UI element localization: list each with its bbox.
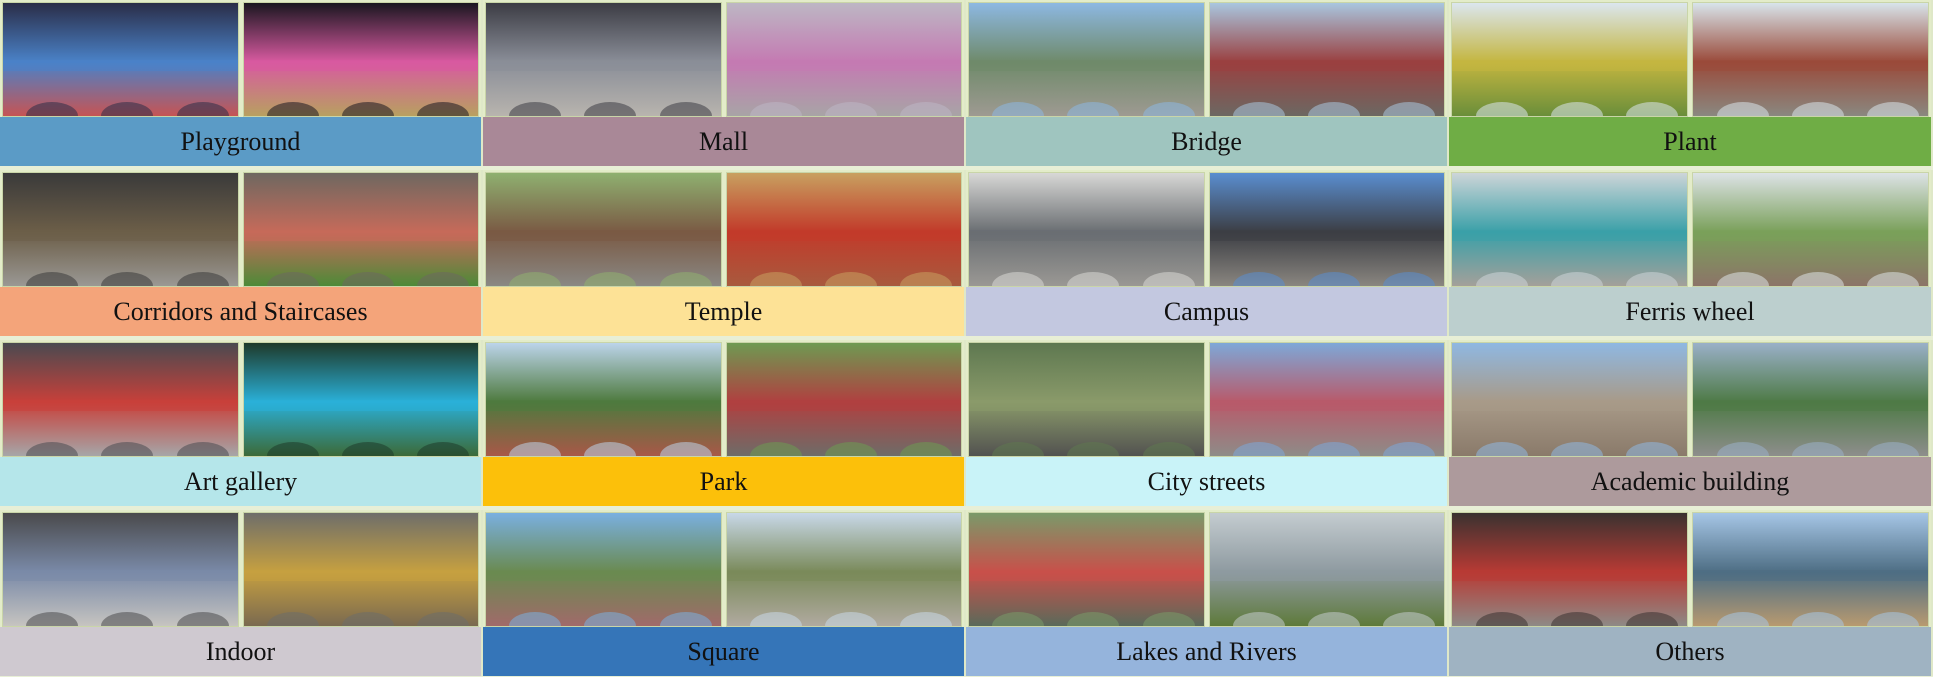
panorama-thumbnail (242, 2, 479, 117)
category-label: Square (483, 627, 964, 676)
panorama-pair (483, 340, 964, 457)
category-cell: Bridge (966, 0, 1449, 166)
panorama-pair (0, 510, 481, 627)
panorama-pair (0, 170, 481, 287)
panorama-thumbnail (1208, 512, 1445, 627)
category-label: Art gallery (0, 457, 481, 506)
category-label: Corridors and Staircases (0, 287, 481, 336)
panorama-pair (966, 170, 1447, 287)
panorama-thumbnail (485, 172, 722, 287)
category-cell: Ferris wheel (1449, 170, 1933, 336)
category-label: City streets (966, 457, 1447, 506)
panorama-thumbnail (2, 2, 239, 117)
panorama-pair (966, 0, 1447, 117)
panorama-pair (966, 510, 1447, 627)
panorama-thumbnail (968, 172, 1205, 287)
category-label: Campus (966, 287, 1447, 336)
category-label: Mall (483, 117, 964, 166)
panorama-thumbnail (1451, 512, 1688, 627)
category-cell: Others (1449, 510, 1933, 676)
panorama-pair (1449, 340, 1931, 457)
category-cell: Indoor (0, 510, 483, 676)
panorama-thumbnail (2, 342, 239, 457)
category-label: Indoor (0, 627, 481, 676)
panorama-pair (0, 0, 481, 117)
panorama-thumbnail (725, 342, 962, 457)
panorama-thumbnail (1692, 2, 1929, 117)
panorama-thumbnail (725, 172, 962, 287)
category-cell: Art gallery (0, 340, 483, 506)
panorama-thumbnail (1208, 172, 1445, 287)
category-cell: Campus (966, 170, 1449, 336)
category-cell: Corridors and Staircases (0, 170, 483, 336)
category-label: Ferris wheel (1449, 287, 1931, 336)
panorama-thumbnail (1692, 342, 1929, 457)
panorama-thumbnail (242, 512, 479, 627)
category-cell: City streets (966, 340, 1449, 506)
panorama-thumbnail (725, 512, 962, 627)
panorama-pair (966, 340, 1447, 457)
category-cell: Academic building (1449, 340, 1933, 506)
category-label: Playground (0, 117, 481, 166)
panorama-thumbnail (1451, 172, 1688, 287)
panorama-thumbnail (2, 512, 239, 627)
category-label: Others (1449, 627, 1931, 676)
category-cell: Playground (0, 0, 483, 166)
category-label: Temple (483, 287, 964, 336)
category-cell: Mall (483, 0, 966, 166)
panorama-thumbnail (2, 172, 239, 287)
category-label: Plant (1449, 117, 1931, 166)
panorama-pair (483, 0, 964, 117)
category-cell: Square (483, 510, 966, 676)
panorama-thumbnail (1208, 2, 1445, 117)
category-cell: Lakes and Rivers (966, 510, 1449, 676)
category-cell: Temple (483, 170, 966, 336)
category-label: Park (483, 457, 964, 506)
panorama-pair (483, 170, 964, 287)
panorama-thumbnail (1451, 2, 1688, 117)
category-cell: Plant (1449, 0, 1933, 166)
panorama-thumbnail (725, 2, 962, 117)
panorama-thumbnail (485, 2, 722, 117)
panorama-pair (1449, 510, 1931, 627)
panorama-thumbnail (968, 342, 1205, 457)
panorama-thumbnail (968, 512, 1205, 627)
panorama-pair (483, 510, 964, 627)
category-cell: Park (483, 340, 966, 506)
panorama-pair (0, 340, 481, 457)
panorama-thumbnail (1692, 172, 1929, 287)
panorama-pair (1449, 0, 1931, 117)
category-label: Academic building (1449, 457, 1931, 506)
panorama-thumbnail (1692, 512, 1929, 627)
panorama-thumbnail (485, 342, 722, 457)
panorama-thumbnail (1208, 342, 1445, 457)
panorama-pair (1449, 170, 1931, 287)
panorama-thumbnail (968, 2, 1205, 117)
panorama-thumbnail (242, 172, 479, 287)
category-label: Lakes and Rivers (966, 627, 1447, 676)
panorama-thumbnail (485, 512, 722, 627)
category-label: Bridge (966, 117, 1447, 166)
panorama-thumbnail (1451, 342, 1688, 457)
panorama-thumbnail (242, 342, 479, 457)
